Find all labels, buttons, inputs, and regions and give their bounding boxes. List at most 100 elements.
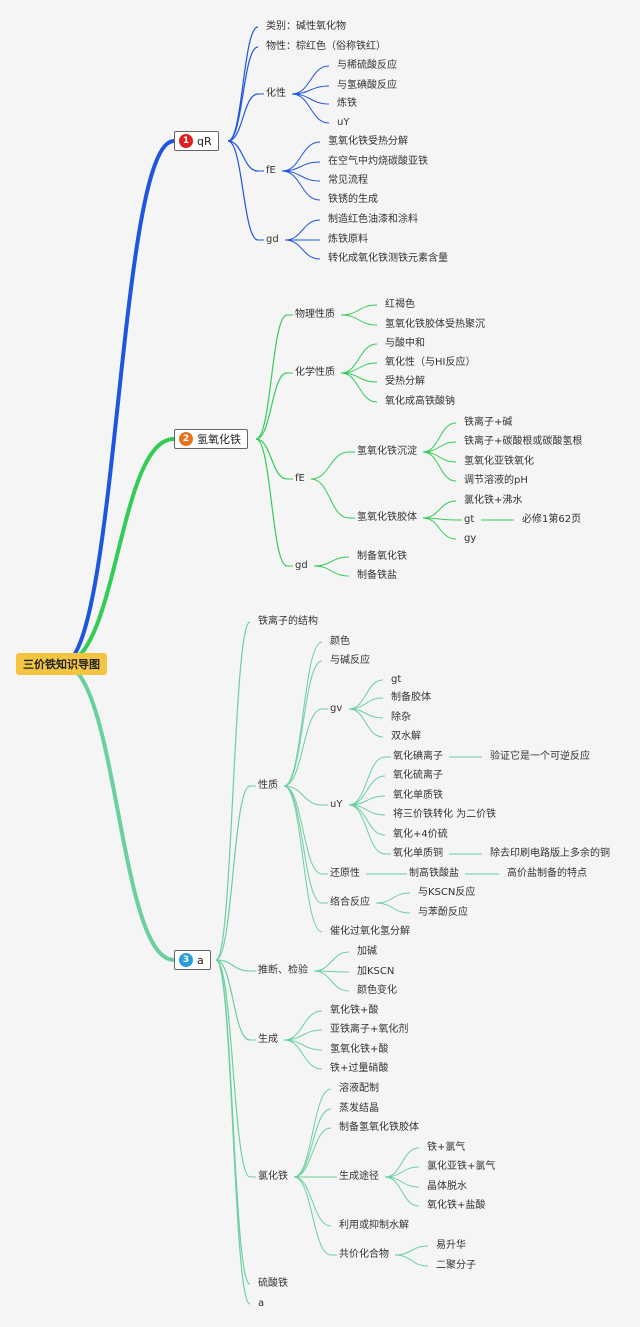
node-b3-4-3-0[interactable]: 铁+氯气	[427, 1142, 466, 1153]
connector-b3-2	[215, 959, 251, 972]
node-b3-1-3-3[interactable]: 将三价铁转化 为二价铁	[393, 809, 497, 820]
node-b3-1-4-0[interactable]: 制高铁酸盐	[409, 868, 459, 879]
connector-b3-4-1	[293, 1108, 332, 1178]
connector-b3-4-3-3	[384, 1176, 420, 1207]
node-b2-2-1-2[interactable]: gy	[464, 533, 477, 544]
node-b1-2-3[interactable]: uY	[337, 117, 350, 128]
node-b3-1[interactable]: 性质	[258, 780, 278, 791]
node-b3-3-1[interactable]: 亚铁离子+氧化剂	[330, 1024, 409, 1035]
node-b3-1-6[interactable]: 催化过氧化氢分解	[330, 926, 410, 937]
node-b2-0-0[interactable]: 红褐色	[385, 299, 415, 310]
node-b1-3-3[interactable]: 铁锈的生成	[328, 194, 378, 205]
node-b3-4-3-1[interactable]: 氯化亚铁+氯气	[427, 1161, 496, 1172]
node-b3-4-1[interactable]: 蒸发结晶	[339, 1103, 379, 1114]
node-b3-1-0[interactable]: 颜色	[330, 636, 350, 647]
node-b3-4-4[interactable]: 利用或抑制水解	[339, 1220, 409, 1231]
node-b1-2-0[interactable]: 与稀硫酸反应	[337, 60, 397, 71]
node-b3-1-5[interactable]: 络合反应	[330, 897, 370, 908]
node-b1-0[interactable]: 类别：碱性氧化物	[266, 21, 346, 32]
node-b2-3-1[interactable]: 制备铁盐	[357, 570, 397, 581]
node-b3-4-3-3[interactable]: 氧化铁+盐酸	[427, 1200, 486, 1211]
node-b3-0[interactable]: 铁离子的结构	[258, 616, 318, 627]
node-b3-1-4[interactable]: 还原性	[330, 868, 360, 879]
node-b2-1-2[interactable]: 受热分解	[385, 376, 425, 387]
node-b3-1-2-3[interactable]: 双水解	[391, 731, 421, 742]
node-b2-1-1[interactable]: 氧化性（与HI反应）	[385, 357, 476, 368]
node-b3-1-2-1[interactable]: 制备胶体	[391, 692, 431, 703]
node-b3-6[interactable]: a	[258, 1298, 265, 1309]
node-b2-2-0-0[interactable]: 铁离子+碱	[464, 417, 513, 428]
node-b3-4-3[interactable]: 生成途径	[339, 1171, 379, 1182]
connector-b1-4	[227, 140, 259, 241]
node-b3-4-5[interactable]: 共价化合物	[339, 1249, 389, 1260]
node-b3-1-5-0[interactable]: 与KSCN反应	[418, 887, 476, 898]
node-b3-2-2[interactable]: 颜色变化	[357, 985, 397, 996]
node-b3-2-0[interactable]: 加碱	[357, 946, 377, 957]
node-b3-1-5-1[interactable]: 与苯酚反应	[418, 907, 468, 918]
node-b3-1-3[interactable]: uY	[330, 799, 343, 810]
connector-b3-3-0	[283, 1010, 323, 1041]
node-b1-4-0[interactable]: 制造红色油漆和涂料	[328, 214, 418, 225]
node-b3-3-0[interactable]: 氧化铁+酸	[330, 1005, 379, 1016]
connector-b3-1	[215, 785, 251, 961]
node-b2-2-0[interactable]: 氢氧化铁沉淀	[357, 446, 417, 457]
node-b2-2-1-0[interactable]: 氯化铁+沸水	[464, 495, 523, 506]
node-b3-1-2-0[interactable]: gt	[391, 674, 402, 685]
node-b2-0-1[interactable]: 氢氧化铁胶体受热聚沉	[385, 319, 485, 330]
node-b2-3-0[interactable]: 制备氧化铁	[357, 551, 407, 562]
node-b2-2-1-1[interactable]: gt	[464, 514, 475, 525]
node-b3-3[interactable]: 生成	[258, 1034, 278, 1045]
node-b2-0[interactable]: 物理性质	[295, 309, 335, 320]
node-b2-2-0-3[interactable]: 调节溶液的pH	[464, 475, 528, 486]
node-b3-1-4-0-0[interactable]: 高价盐制备的特点	[507, 868, 587, 879]
node-b1-4-1[interactable]: 炼铁原料	[328, 234, 368, 245]
node-b3-2-1[interactable]: 加KSCN	[357, 966, 395, 977]
node-b3-1-1[interactable]: 与碱反应	[330, 655, 370, 666]
node-b1-3-1[interactable]: 在空气中灼烧碳酸亚铁	[328, 156, 428, 167]
node-b3-3-2[interactable]: 氢氧化铁+酸	[330, 1044, 389, 1055]
node-b3-2[interactable]: 推断、检验	[258, 965, 308, 976]
node-b3-4-0[interactable]: 溶液配制	[339, 1083, 379, 1094]
node-b2-3[interactable]: gd	[295, 560, 308, 571]
node-b1-4-2[interactable]: 转化成氧化铁测铁元素含量	[328, 253, 448, 264]
node-b2-2-0-2[interactable]: 氢氧化亚铁氧化	[464, 456, 534, 467]
node-b3-3-3[interactable]: 铁+过量硝酸	[330, 1063, 389, 1074]
node-b3-1-3-4[interactable]: 氧化+4价硫	[393, 829, 448, 840]
node-b3-1-3-1[interactable]: 氧化硫离子	[393, 770, 443, 781]
node-b3-1-2-2[interactable]: 除杂	[391, 712, 411, 723]
node-b3-1-3-2[interactable]: 氧化单质铁	[393, 790, 443, 801]
node-b2-1-0[interactable]: 与酸中和	[385, 338, 425, 349]
node-b2-2[interactable]: fE	[295, 473, 305, 484]
node-b3-4-3-2[interactable]: 晶体脱水	[427, 1181, 467, 1192]
node-b3-1-3-0-0[interactable]: 验证它是一个可逆反应	[490, 751, 590, 762]
node-b2-2-1-1-0[interactable]: 必修1第62页	[522, 514, 582, 525]
node-b3-4-5-0[interactable]: 易升华	[436, 1240, 466, 1251]
node-b1-3[interactable]: fE	[266, 165, 276, 176]
node-b3-1-3-5-0[interactable]: 除去印刷电路版上多余的铜	[490, 848, 610, 859]
node-b3-5[interactable]: 硫酸铁	[258, 1278, 288, 1289]
node-b1-4[interactable]: gd	[266, 234, 279, 245]
node-b3-4-2[interactable]: 制备氢氧化铁胶体	[339, 1122, 419, 1133]
node-b1-3-2[interactable]: 常见流程	[328, 175, 368, 186]
connector-b1-1	[227, 46, 259, 142]
root-node[interactable]: 三价铁知识导图	[16, 653, 107, 675]
node-b1-3-0[interactable]: 氢氧化铁受热分解	[328, 136, 408, 147]
node-b3-4-5-1[interactable]: 二聚分子	[436, 1260, 476, 1271]
connector-b3-3-1	[283, 1029, 323, 1041]
node-b2-1[interactable]: 化学性质	[295, 367, 335, 378]
node-b3-1-2[interactable]: gv	[330, 703, 343, 714]
node-b1-2-2[interactable]: 炼铁	[337, 98, 357, 109]
node-b2-2-1[interactable]: 氢氧化铁胶体	[357, 512, 417, 523]
node-b2-1-3[interactable]: 氧化成高铁酸钠	[385, 396, 455, 407]
connector-b1-0	[227, 26, 259, 142]
node-b3-1-3-0[interactable]: 氧化碘离子	[393, 751, 443, 762]
node-b2-2-0-1[interactable]: 铁离子+碳酸根或碳酸氢根	[464, 436, 583, 447]
node-b1-1[interactable]: 物性：棕红色（俗称铁红）	[266, 41, 386, 52]
node-b3-4[interactable]: 氯化铁	[258, 1171, 288, 1182]
node-b1-2-1[interactable]: 与氢碘酸反应	[337, 80, 397, 91]
node-b3-1-3-5[interactable]: 氧化单质铜	[393, 848, 443, 859]
node-b1-2[interactable]: 化性	[266, 88, 286, 99]
